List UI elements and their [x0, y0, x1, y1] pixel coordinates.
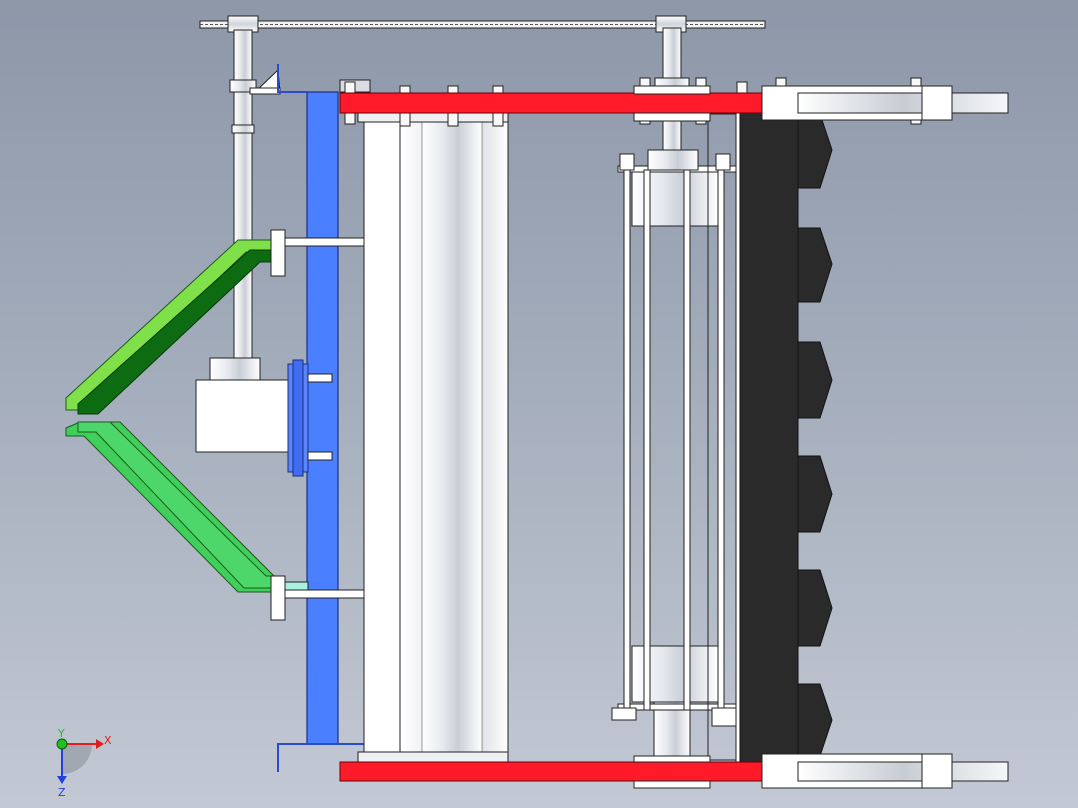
coordinate-triad: X Y Z — [56, 727, 112, 799]
mount-plate[interactable] — [277, 64, 371, 772]
top-frame-rail[interactable] — [339, 85, 799, 122]
x-axis-label: X — [104, 734, 112, 747]
top-wheel-axle[interactable] — [761, 85, 1009, 121]
z-axis-label: Z — [58, 786, 66, 799]
frame-housing[interactable] — [357, 111, 509, 763]
bottom-frame-rail[interactable] — [339, 755, 799, 789]
y-axis-label: Y — [57, 727, 65, 740]
left-drive-shaft[interactable] — [229, 29, 257, 371]
bottom-wheel-axle[interactable] — [761, 753, 1009, 789]
gearbox[interactable] — [195, 357, 333, 477]
blade-drum[interactable] — [739, 111, 833, 763]
rotor-cage[interactable] — [611, 149, 739, 727]
hitch-arms[interactable] — [65, 229, 366, 621]
